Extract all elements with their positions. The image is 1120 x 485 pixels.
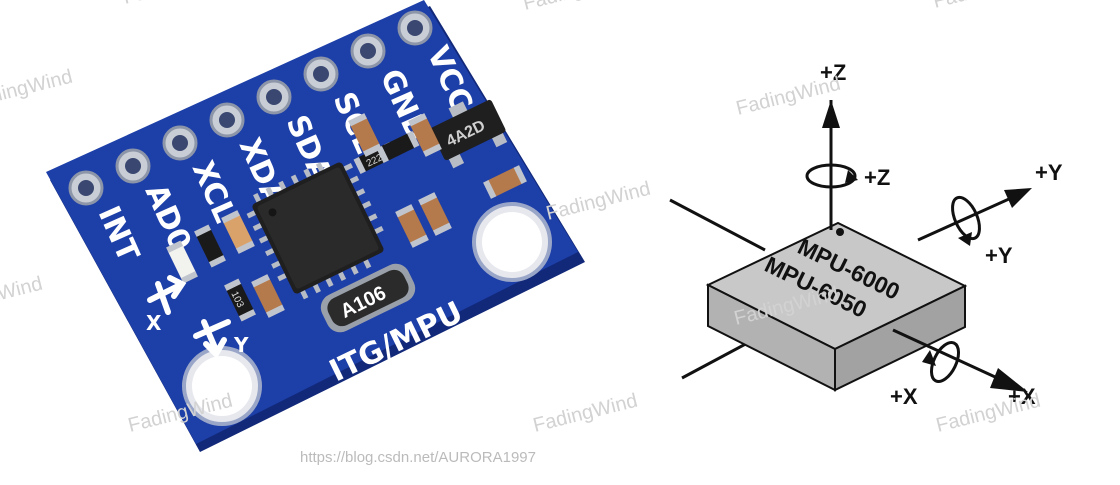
pin-pads — [68, 10, 433, 206]
regulator-chip: 4A2D — [430, 99, 508, 169]
y-axis-label: +Y — [1035, 160, 1063, 185]
capacitor — [483, 165, 527, 199]
pin-pad — [256, 79, 292, 115]
resistor: 103 — [224, 278, 256, 322]
passive-components: 222 — [166, 113, 527, 322]
capacitor — [221, 210, 255, 254]
x-rotation-icon — [922, 341, 961, 383]
resistor — [376, 131, 420, 163]
mounting-hole-left — [182, 346, 262, 426]
x-axis: +X +X — [890, 328, 1036, 409]
pin-pad — [397, 10, 433, 46]
pin-pad — [68, 170, 104, 206]
watermark: FadingWind — [121, 0, 230, 9]
board-axis-symbols: X Y — [146, 275, 249, 359]
z-axis-label: +Z — [820, 60, 846, 85]
capacitor — [418, 192, 452, 236]
watermark: FadingWind — [0, 66, 75, 113]
y-axis-arrowhead — [1004, 188, 1032, 208]
watermark: FadingWind — [934, 390, 1043, 437]
z-rotation-label: +Z — [864, 165, 890, 190]
z-rotation-icon — [805, 163, 858, 189]
capacitor — [348, 113, 382, 157]
pin-pad — [162, 125, 198, 161]
resistor — [194, 224, 226, 268]
chip-pin1-dot — [836, 228, 844, 236]
mpu-chip — [246, 162, 384, 300]
crystal-component: A106 — [320, 263, 416, 333]
chip-right-face — [834, 284, 966, 392]
x-rotation-label: +X — [890, 384, 918, 409]
watermark: FadingWind — [0, 273, 45, 320]
capacitor — [395, 204, 429, 248]
pin-pad — [115, 148, 151, 184]
y-rotation-label: +Y — [985, 243, 1013, 268]
x-axis-arrowhead — [990, 368, 1028, 392]
board-y-axis-icon: Y — [193, 319, 249, 359]
mounting-hole-right — [472, 202, 552, 282]
watermark: FadingWind — [734, 73, 843, 120]
axis-diagram: MPU-6000 MPU-6050 +Z +Z +Y +Y — [669, 60, 1063, 409]
gy521-board: INT AD0 XCL XDA SDA SCL GND VCC A10 — [46, 0, 585, 452]
z-axis-arrowhead — [822, 100, 840, 128]
board-axis-x-label: X — [146, 311, 162, 335]
watermark: FadingWind — [544, 178, 653, 225]
x-axis-label: +X — [1008, 384, 1036, 409]
led-component — [166, 240, 198, 284]
sensor-chip-3d: MPU-6000 MPU-6050 — [705, 221, 968, 392]
source-url-watermark: https://blog.csdn.net/AURORA1997 — [300, 449, 536, 466]
watermark: FadingWind — [521, 0, 630, 15]
capacitor — [251, 274, 285, 318]
watermark: FadingWind — [531, 390, 640, 437]
capacitor — [408, 113, 442, 157]
x-axis-line-back — [669, 198, 766, 252]
pin-pad — [303, 56, 339, 92]
board-x-axis-icon: X — [146, 275, 187, 335]
board-axis-y-label: Y — [233, 333, 249, 357]
watermark: FadingWind — [931, 0, 1040, 13]
y-rotation-icon — [951, 195, 981, 246]
pin-pad — [209, 102, 245, 138]
pin-pad — [350, 33, 386, 69]
y-axis: +Y +Y — [917, 160, 1063, 268]
z-axis: +Z +Z — [805, 60, 890, 230]
